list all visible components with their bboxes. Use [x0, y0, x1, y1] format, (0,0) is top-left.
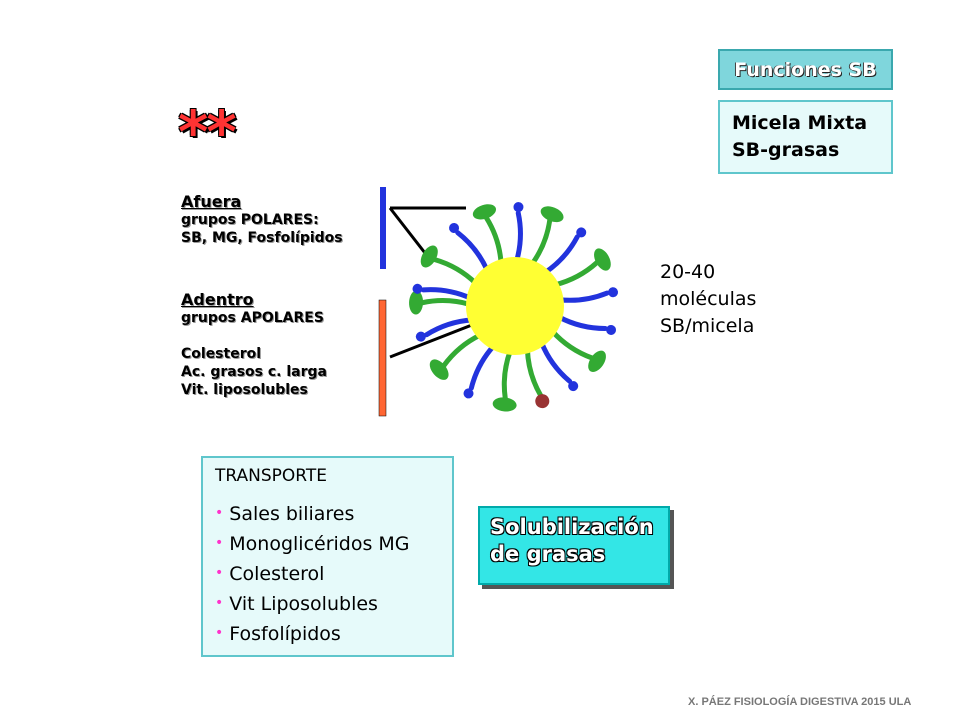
transport-item: •Sales biliares — [215, 503, 355, 525]
bullet-icon: • — [215, 625, 224, 641]
molecule-tail — [552, 259, 600, 288]
bullet-icon: • — [215, 565, 224, 581]
molecule-head — [540, 206, 564, 223]
apolar-item: Colesterol — [181, 346, 262, 362]
adentro-title: Adentro — [181, 290, 254, 309]
molecule-head — [449, 222, 460, 233]
molecule-head — [535, 394, 550, 409]
molecule-tail — [483, 215, 504, 266]
molecule-tail — [431, 257, 479, 286]
footer-credit: X. PÁEZ FISIOLOGÍA DIGESTIVA 2015 ULA — [688, 696, 912, 708]
molecule-tail — [556, 314, 608, 331]
afuera-section: Afuera grupos POLARES: SB, MG, Fosfolípi… — [181, 192, 343, 247]
molecule-head — [576, 227, 587, 238]
molecule-tail — [529, 217, 553, 267]
apolar-item: Ac. grasos c. larga — [181, 364, 327, 380]
molecule-tail — [501, 348, 513, 401]
molecule-tail — [557, 290, 610, 303]
molecule-head — [412, 283, 423, 294]
molecule-head — [463, 388, 474, 399]
count-line-2: moléculas — [660, 288, 757, 310]
stars-mark: ** — [178, 98, 237, 166]
molecule-head — [588, 350, 606, 373]
afuera-line-2: SB, MG, Fosfolípidos — [181, 230, 343, 246]
molecule-head — [606, 324, 617, 335]
bullet-icon: • — [215, 535, 224, 551]
afuera-title: Afuera — [181, 192, 242, 211]
transport-item: •Colesterol — [215, 563, 325, 585]
bullet-icon: • — [215, 505, 224, 521]
apolar-list: Colesterol Ac. grasos c. larga Vit. lipo… — [181, 345, 327, 399]
apolar-item: Vit. liposolubles — [181, 382, 308, 398]
molecule-tail — [424, 317, 475, 338]
micela-line-1: Micela Mixta — [732, 112, 868, 134]
molecule-head — [420, 245, 438, 268]
count-line-3: SB/micela — [660, 315, 755, 337]
transport-item: •Monoglicéridos MG — [215, 533, 410, 555]
molecule-count-label: 20-40 moléculas SB/micela — [660, 259, 756, 340]
adentro-section: Adentro grupos APOLARES — [181, 290, 324, 327]
molecule-head — [568, 381, 579, 392]
molecule-tail — [514, 210, 523, 264]
molecule-tail — [524, 346, 544, 398]
molecule-head — [472, 204, 497, 220]
transport-item: •Fosfolípidos — [215, 623, 341, 645]
transporte-title: TRANSPORTE — [215, 466, 327, 486]
molecule-head — [409, 290, 424, 315]
micela-line-2: SB-grasas — [732, 139, 840, 161]
molecule-tail — [455, 230, 490, 274]
micela-mixta-box: Micela Mixta SB-grasas — [718, 100, 893, 174]
bullet-icon: • — [215, 595, 224, 611]
afuera-line-1: grupos POLARES: — [181, 212, 319, 228]
micelle-core — [466, 257, 564, 355]
molecule-tail — [538, 339, 573, 384]
molecule-tail — [542, 234, 580, 276]
transporte-box: TRANSPORTE •Sales biliares •Monoglicérid… — [201, 456, 454, 657]
transport-item: •Vit Liposolubles — [215, 593, 378, 615]
polar-bracket-bar — [380, 187, 386, 269]
molecule-head — [608, 287, 619, 298]
apolar-bracket-bar — [378, 299, 387, 417]
solub-line-2: de grasas — [490, 542, 606, 566]
funciones-sb-label: Funciones SB — [734, 58, 877, 81]
micelle — [409, 202, 619, 412]
molecule-head — [415, 331, 426, 342]
count-line-1: 20-40 — [660, 261, 716, 283]
molecule-tail — [468, 343, 497, 391]
adentro-line-1: grupos APOLARES — [181, 310, 324, 326]
molecule-head — [492, 397, 517, 412]
molecule-head — [594, 248, 611, 271]
solubilizacion-box: Solubilización de grasas — [478, 506, 670, 585]
molecule-head — [513, 202, 524, 213]
molecule-tail — [549, 328, 595, 361]
molecule-tail — [419, 298, 473, 307]
funciones-sb-box: Funciones SB — [718, 49, 893, 90]
molecule-tail — [420, 287, 474, 301]
molecule-head — [429, 359, 449, 380]
molecule-tail — [441, 332, 484, 369]
solub-line-1: Solubilización — [490, 515, 654, 539]
